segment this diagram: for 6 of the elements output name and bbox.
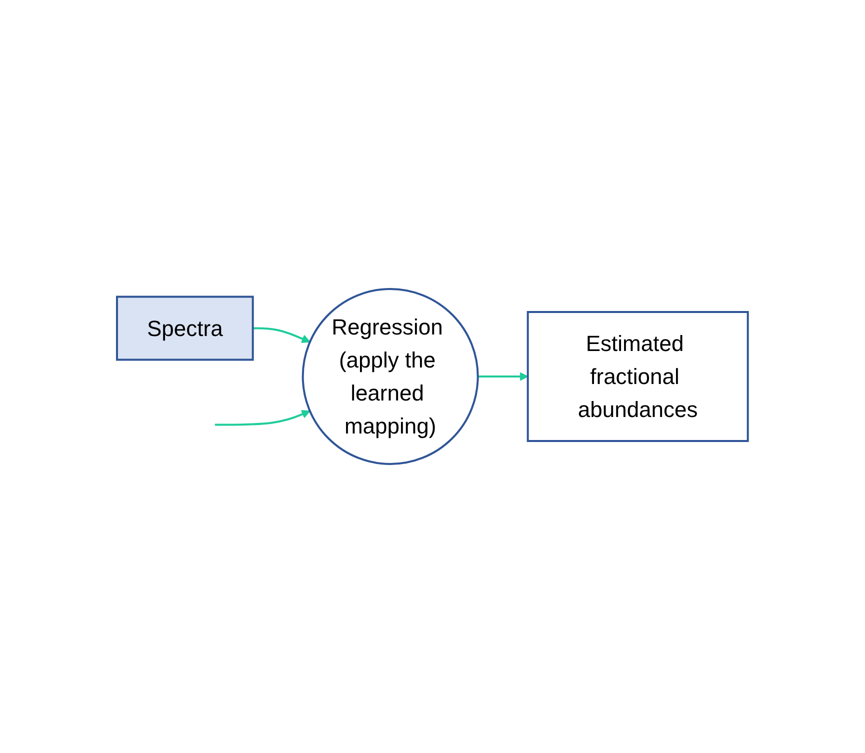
arrow (478, 372, 528, 381)
node-circle: Regression (apply the learned mapping) (302, 288, 479, 465)
node-box: Estimated fractional abundances (526, 311, 749, 442)
node-box: Spectra (116, 296, 254, 361)
arrow (215, 410, 310, 426)
arrow (252, 327, 310, 343)
